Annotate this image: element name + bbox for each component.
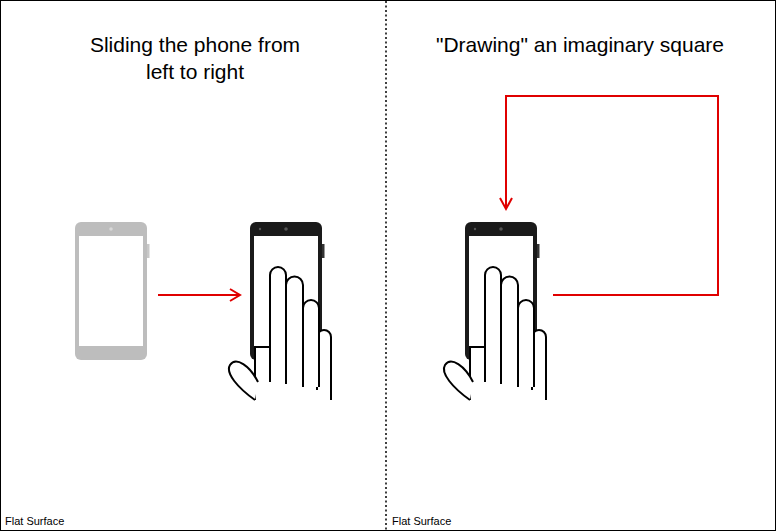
panel-divider — [385, 1, 387, 530]
panel-heading: "Drawing" an imaginary square — [390, 31, 770, 58]
phone-start — [75, 222, 150, 360]
motion-arrow — [158, 294, 239, 296]
surface-label: Flat Surface — [392, 515, 451, 528]
hand — [229, 267, 331, 400]
panel-heading: Sliding the phone from left to right — [75, 31, 315, 85]
arrow-head — [500, 198, 512, 209]
surface-label: Flat Surface — [5, 515, 64, 528]
hand — [444, 267, 546, 400]
square-path — [506, 96, 718, 295]
arrow-head — [230, 289, 240, 301]
